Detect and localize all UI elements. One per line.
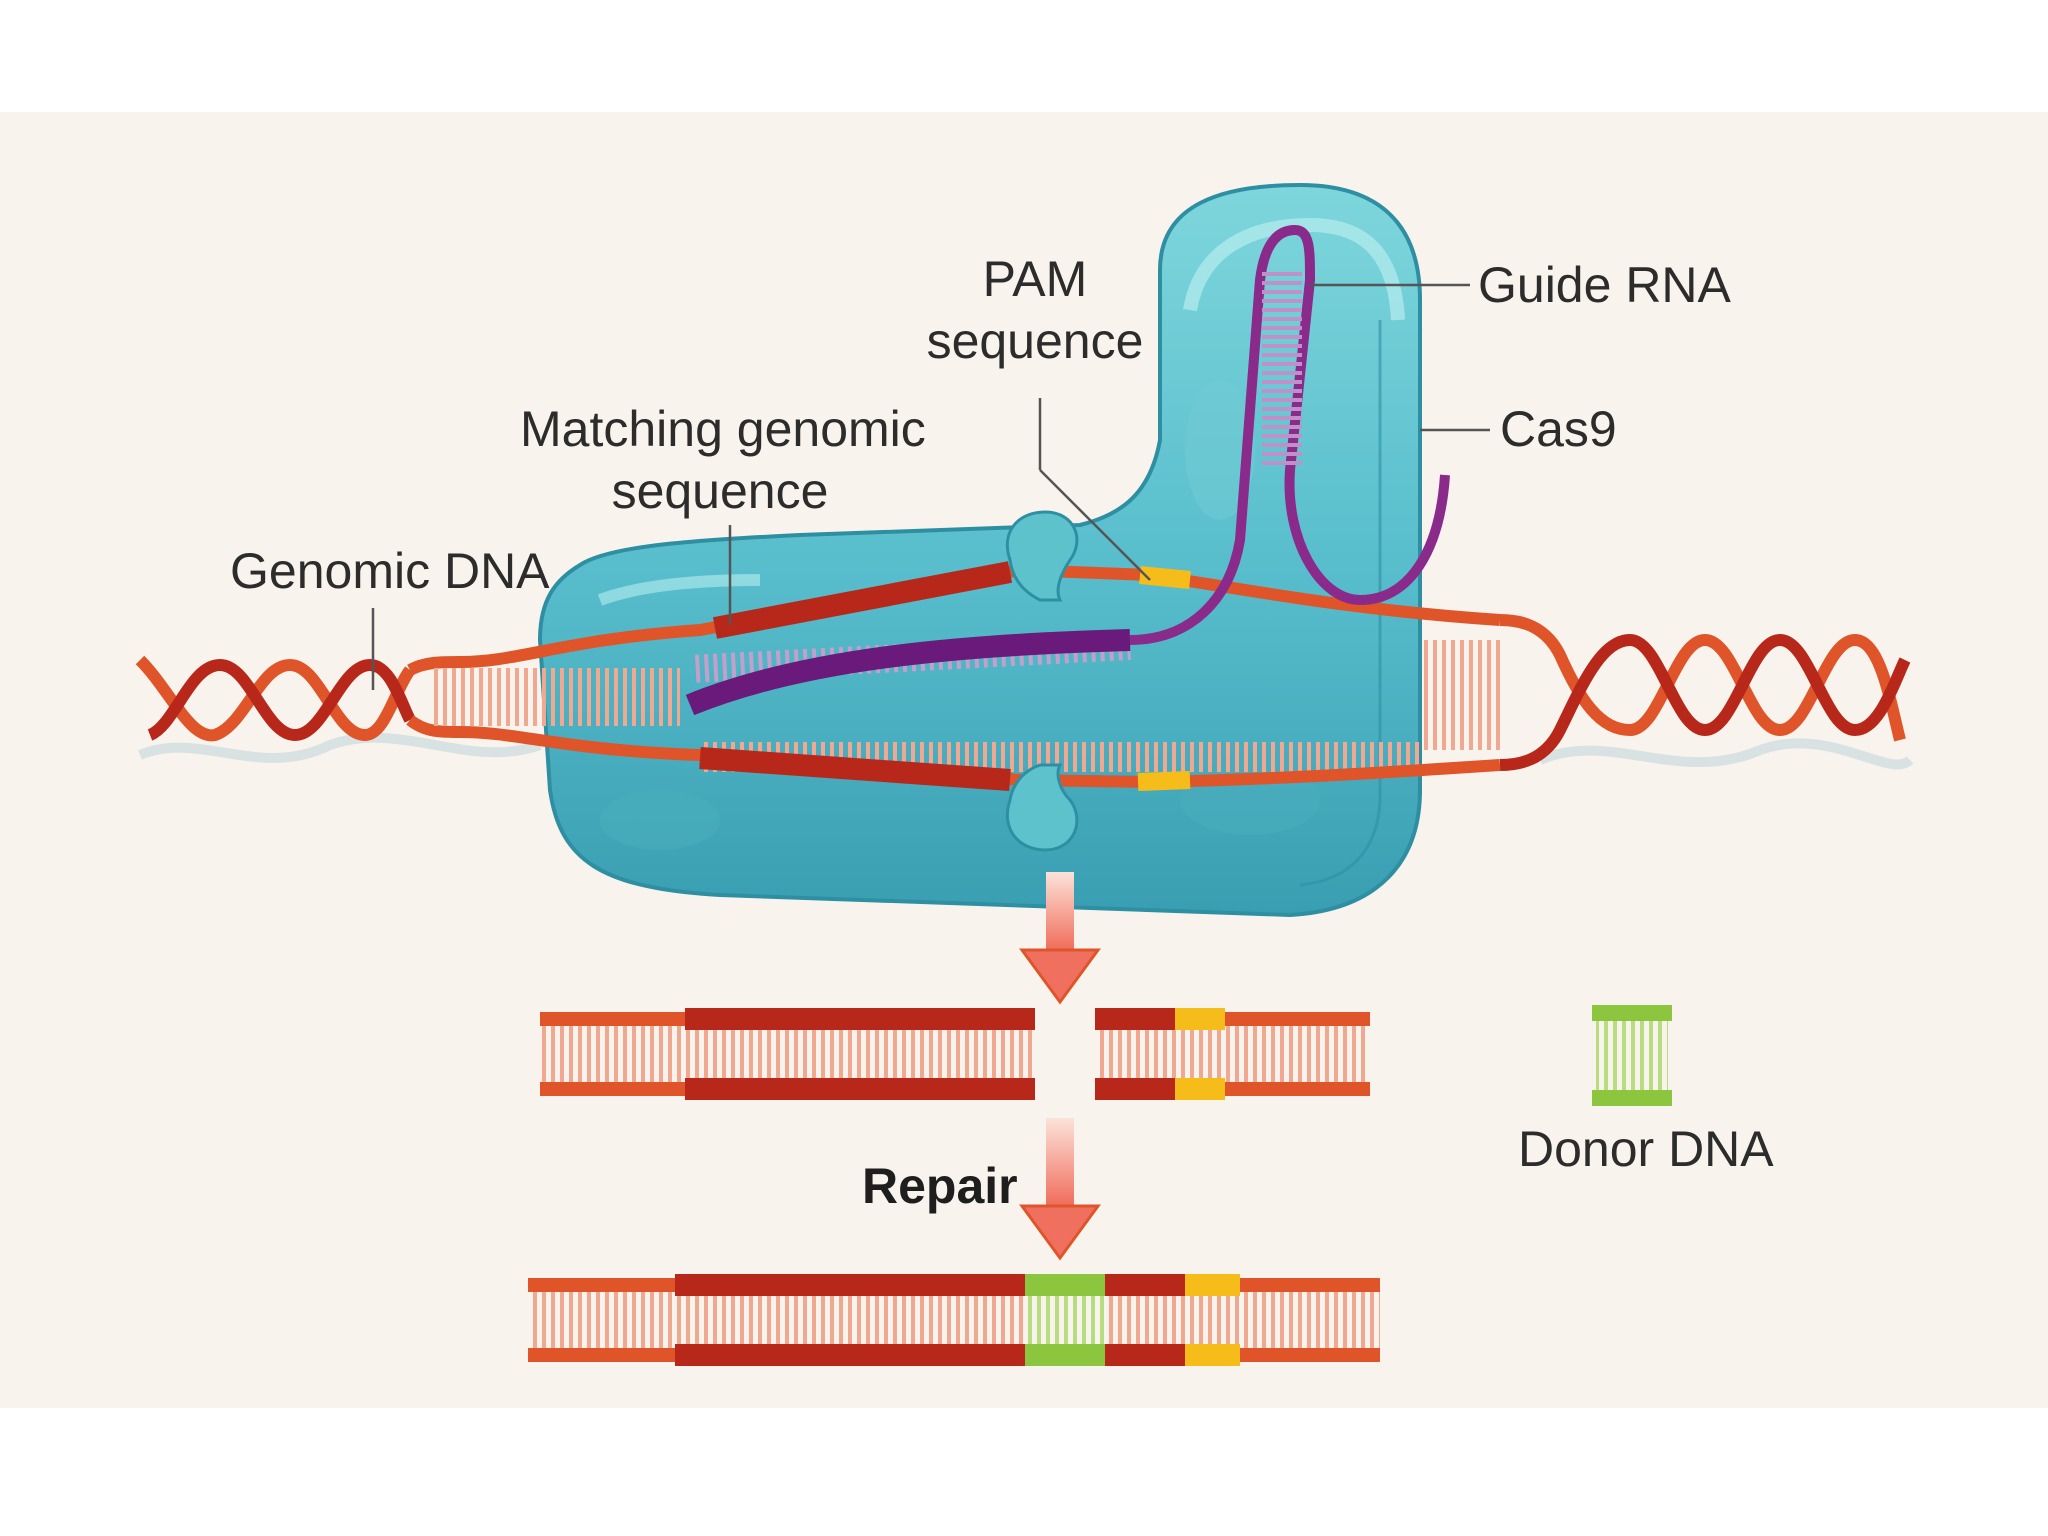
cas9-protein-icon: [537, 182, 1422, 918]
guide-rna-label: Guide RNA: [1478, 257, 1731, 313]
genomic-dna-label: Genomic DNA: [230, 543, 550, 599]
matching-genomic-label-line1: Matching genomic: [520, 401, 926, 457]
pam-label-line2: sequence: [926, 313, 1144, 369]
matching-sequence-bottom: [699, 747, 1011, 791]
cut-dna: [540, 1008, 1370, 1100]
pam-bottom: [1137, 771, 1191, 791]
pam-label-line1: PAM: [982, 251, 1088, 307]
repair-arrow-icon: [1019, 1118, 1101, 1261]
matching-genomic-label-line2: sequence: [611, 463, 829, 519]
donor-dna-icon: [1592, 1005, 1672, 1106]
repair-label: Repair: [862, 1158, 1018, 1214]
helix-shadow-left: [138, 732, 542, 763]
matching-sequence-top: [712, 561, 1013, 639]
dna-helix-right-icon: [1499, 614, 1911, 771]
cas9-label: Cas9: [1500, 401, 1617, 457]
dna-helix-left-icon: [135, 655, 461, 742]
cas9-clamp-top: [1005, 510, 1079, 602]
down-arrow-icon: [1019, 872, 1101, 1005]
helix-shadow-right: [1538, 738, 1914, 770]
repaired-dna: [528, 1274, 1380, 1366]
cas9-clamp-bottom: [1005, 763, 1079, 852]
donor-dna-label: Donor DNA: [1518, 1121, 1774, 1177]
guide-rna-icon: [685, 225, 1450, 716]
pam-top: [1139, 566, 1191, 589]
